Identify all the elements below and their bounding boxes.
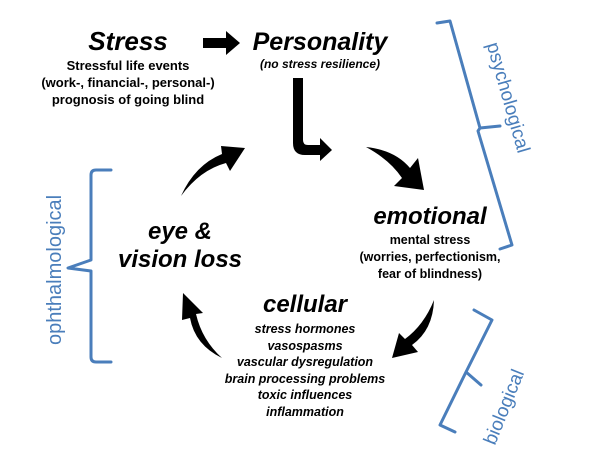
cellular-line: vascular dysregulation (236, 355, 374, 369)
arrow-personality-down (293, 78, 332, 161)
emotional-line: mental stress (389, 233, 471, 247)
personality-subtitle: (no stress resilience) (259, 57, 381, 71)
arrow-to-personality (181, 146, 245, 196)
cellular-line: stress hormones (254, 322, 356, 336)
cellular-description: stress hormones vasospasms vascular dysr… (210, 321, 400, 420)
stress-title: Stress (88, 26, 168, 56)
eye-vision-loss-title: eye & vision loss (105, 218, 255, 274)
cellular-line: inflammation (266, 404, 344, 419)
psychological-bracket (435, 19, 514, 251)
bent-arrow-icon (293, 78, 332, 161)
ophthalmological-bracket (66, 168, 113, 364)
arrow-stress-to-personality (203, 31, 240, 55)
emotional-line: (worries, perfectionism, (359, 250, 501, 264)
cellular-line: brain processing problems (224, 371, 386, 386)
stress-line: prognosis of going blind (51, 92, 205, 107)
curved-arrow-icon (366, 147, 424, 190)
emotional-line: fear of blindness) (377, 267, 483, 281)
curved-arrow-icon (181, 146, 245, 196)
curved-arrow-icon (392, 300, 434, 358)
arrow-right-icon (203, 31, 240, 55)
stress-description: Stressful life events (work-, financial-… (28, 57, 228, 108)
arrow-to-eye (182, 293, 222, 358)
emotional-title: emotional (373, 203, 487, 230)
cellular-line: vasospasms (267, 338, 343, 353)
arrow-to-cellular (392, 300, 434, 358)
stress-line: (work-, financial-, personal-) (41, 75, 215, 90)
biological-bracket (438, 308, 494, 434)
stress-line: Stressful life events (66, 58, 190, 73)
cellular-line: toxic influences (257, 388, 353, 402)
emotional-description: mental stress (worries, perfectionism, f… (345, 232, 515, 283)
personality-title: Personality (252, 28, 388, 56)
arrow-to-emotional (366, 147, 424, 190)
eye-title-line: eye & (147, 218, 213, 245)
curved-arrow-icon (182, 293, 222, 358)
cellular-title: cellular (262, 291, 348, 318)
eye-title-line: vision loss (117, 246, 243, 273)
